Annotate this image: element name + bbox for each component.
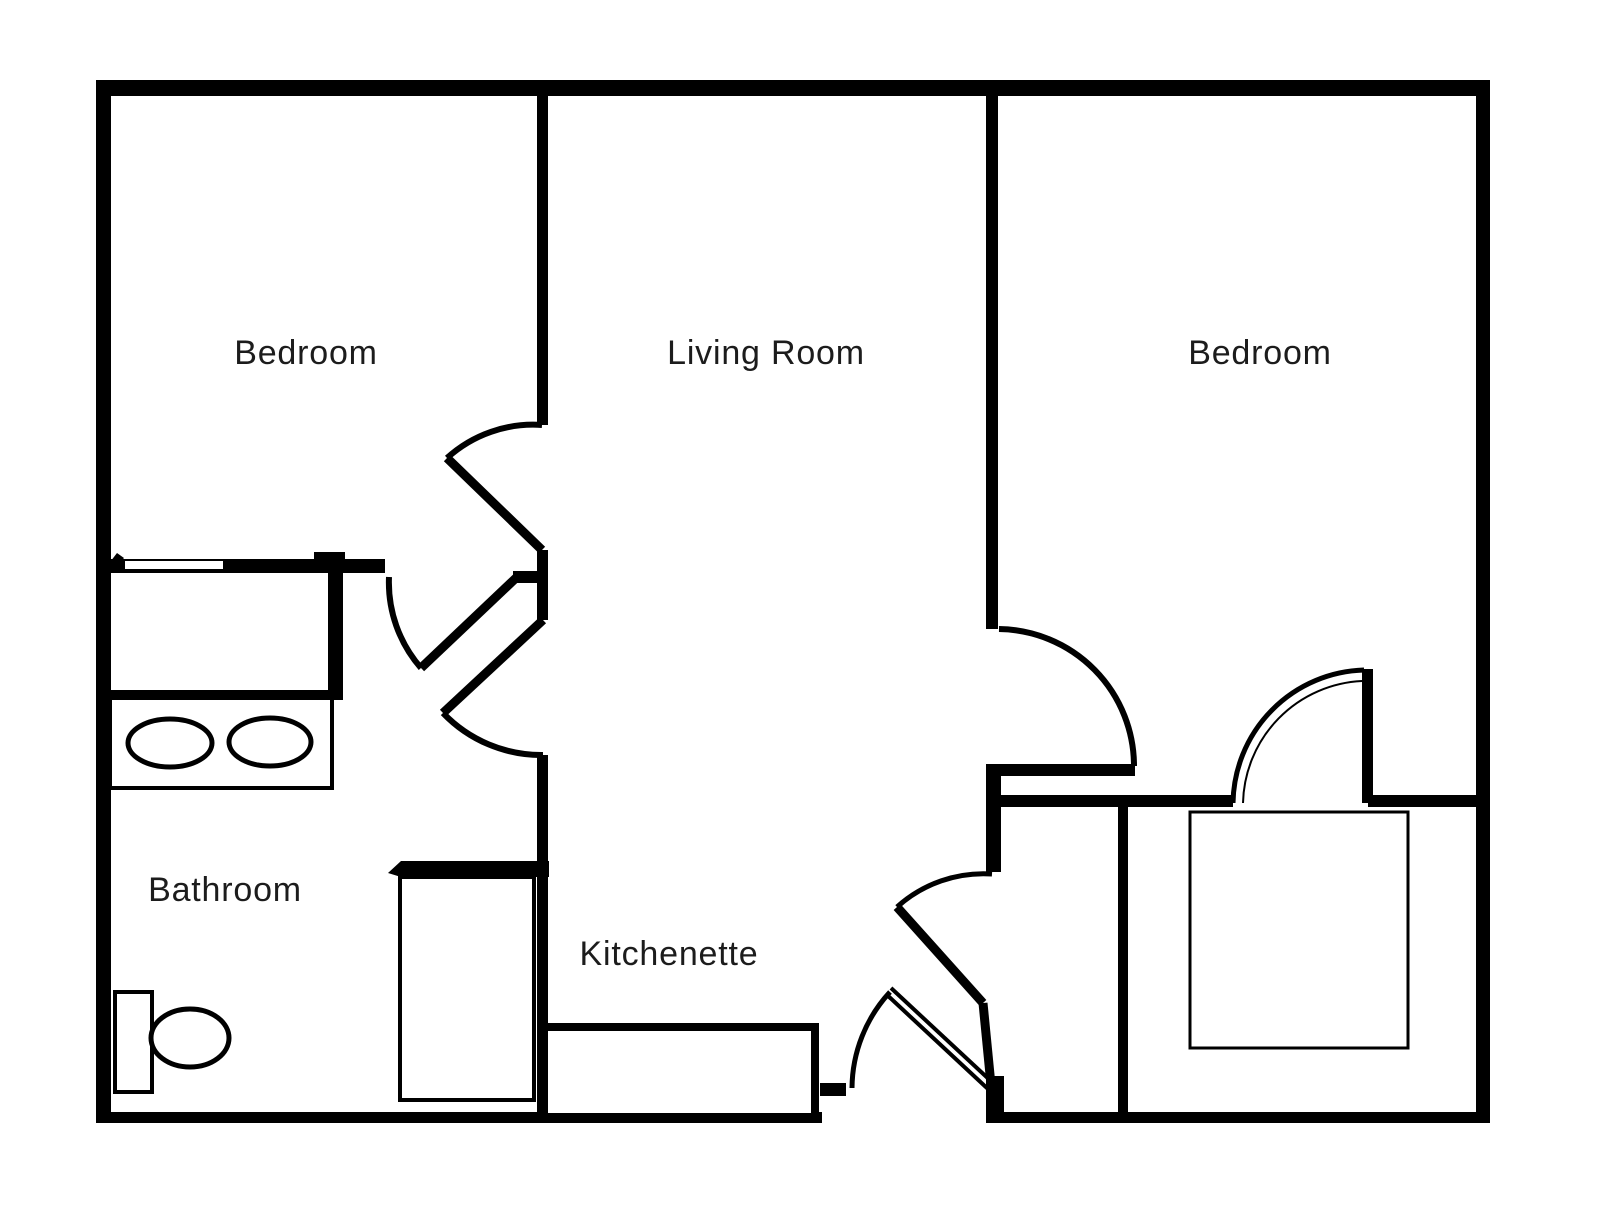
room-label-bathroom: Bathroom (148, 871, 302, 909)
wall-pier-bump (314, 552, 345, 569)
interior-walls (105, 95, 1477, 1123)
wall-bedroom-closet-right (328, 568, 343, 699)
kitchen-counter-top-edge (548, 1023, 816, 1031)
wall-hall-connector (513, 571, 548, 583)
room-labels: Bedroom Living Room Bedroom Bathroom Kit… (148, 334, 1332, 973)
bathroom-fixtures (108, 696, 549, 1102)
wall-living-right-bedroom-stub (986, 764, 1001, 872)
room-label-living-room: Living Room (667, 334, 865, 372)
outer-wall-right (1476, 80, 1490, 1123)
wall-left-bedroom-living-upper (537, 95, 548, 425)
door-stop-tick-icon (107, 553, 124, 574)
wall-living-right-bedroom-upper (986, 95, 998, 629)
hall-door-leaf (439, 616, 547, 717)
wall-vestibule-closet-divider (1118, 795, 1128, 1112)
outer-walls (96, 80, 1490, 1123)
bathroom-door-leaf (417, 573, 521, 672)
doors (385, 421, 1373, 1091)
toilet-bowl-icon (148, 1006, 232, 1070)
toilet-tank-icon (113, 990, 154, 1094)
closet-door-arc-outer (1230, 667, 1365, 804)
outer-wall-bottom-left-segment (96, 1112, 822, 1123)
right-bedroom-door-arc (998, 626, 1137, 767)
room-label-bedroom-right: Bedroom (1188, 334, 1332, 372)
entry-door-arc (849, 990, 892, 1089)
closet-door-leaf (1362, 669, 1373, 803)
outer-wall-bottom-right-segment (988, 1112, 1490, 1123)
room-label-bedroom-left: Bedroom (234, 334, 378, 372)
right-bedroom-door-leaf (986, 764, 1135, 776)
left-bedroom-door-leaf (443, 454, 546, 554)
entry-door-leaf-outer (889, 986, 995, 1085)
wall-vestibule-diagonal (978, 1002, 996, 1086)
sink-basin-right-icon (226, 715, 314, 769)
closet-door-arc-inner (1242, 680, 1363, 804)
wall-vestibule-top (1000, 795, 1233, 807)
bathroom-door-arc (385, 576, 424, 670)
outer-wall-left (96, 80, 111, 1123)
outer-wall-top (96, 80, 1490, 96)
kitchen-counter-fill (548, 1025, 812, 1113)
wall-bathroom-kitchen-divider (537, 755, 548, 1112)
entry-door-hinge-post (986, 1076, 1004, 1123)
closet-sliding-door-icon (123, 559, 225, 571)
entry-door-jamb (820, 1083, 846, 1096)
wall-closet-hinge-stub (1368, 795, 1477, 807)
kitchen-fixtures (548, 1023, 819, 1113)
vestibule-door-arc (895, 871, 993, 909)
shower-enclosure-icon (398, 875, 536, 1102)
entry-door-leaf-inner (884, 992, 990, 1091)
shower-wall-cap (388, 861, 549, 877)
walk-in-closet (1188, 810, 1410, 1050)
vestibule-door-leaf (893, 903, 987, 1007)
room-label-kitchenette: Kitchenette (580, 935, 759, 973)
hall-door-arc (440, 710, 544, 759)
sink-basin-left-icon (125, 716, 215, 770)
wall-left-bedroom-living-stub (537, 550, 548, 620)
closet-interior-outline (1188, 810, 1410, 1050)
wall-bedroom-closet-bottom (105, 690, 343, 700)
kitchen-counter-right-edge (811, 1023, 819, 1113)
left-bedroom-door-arc (444, 421, 543, 461)
